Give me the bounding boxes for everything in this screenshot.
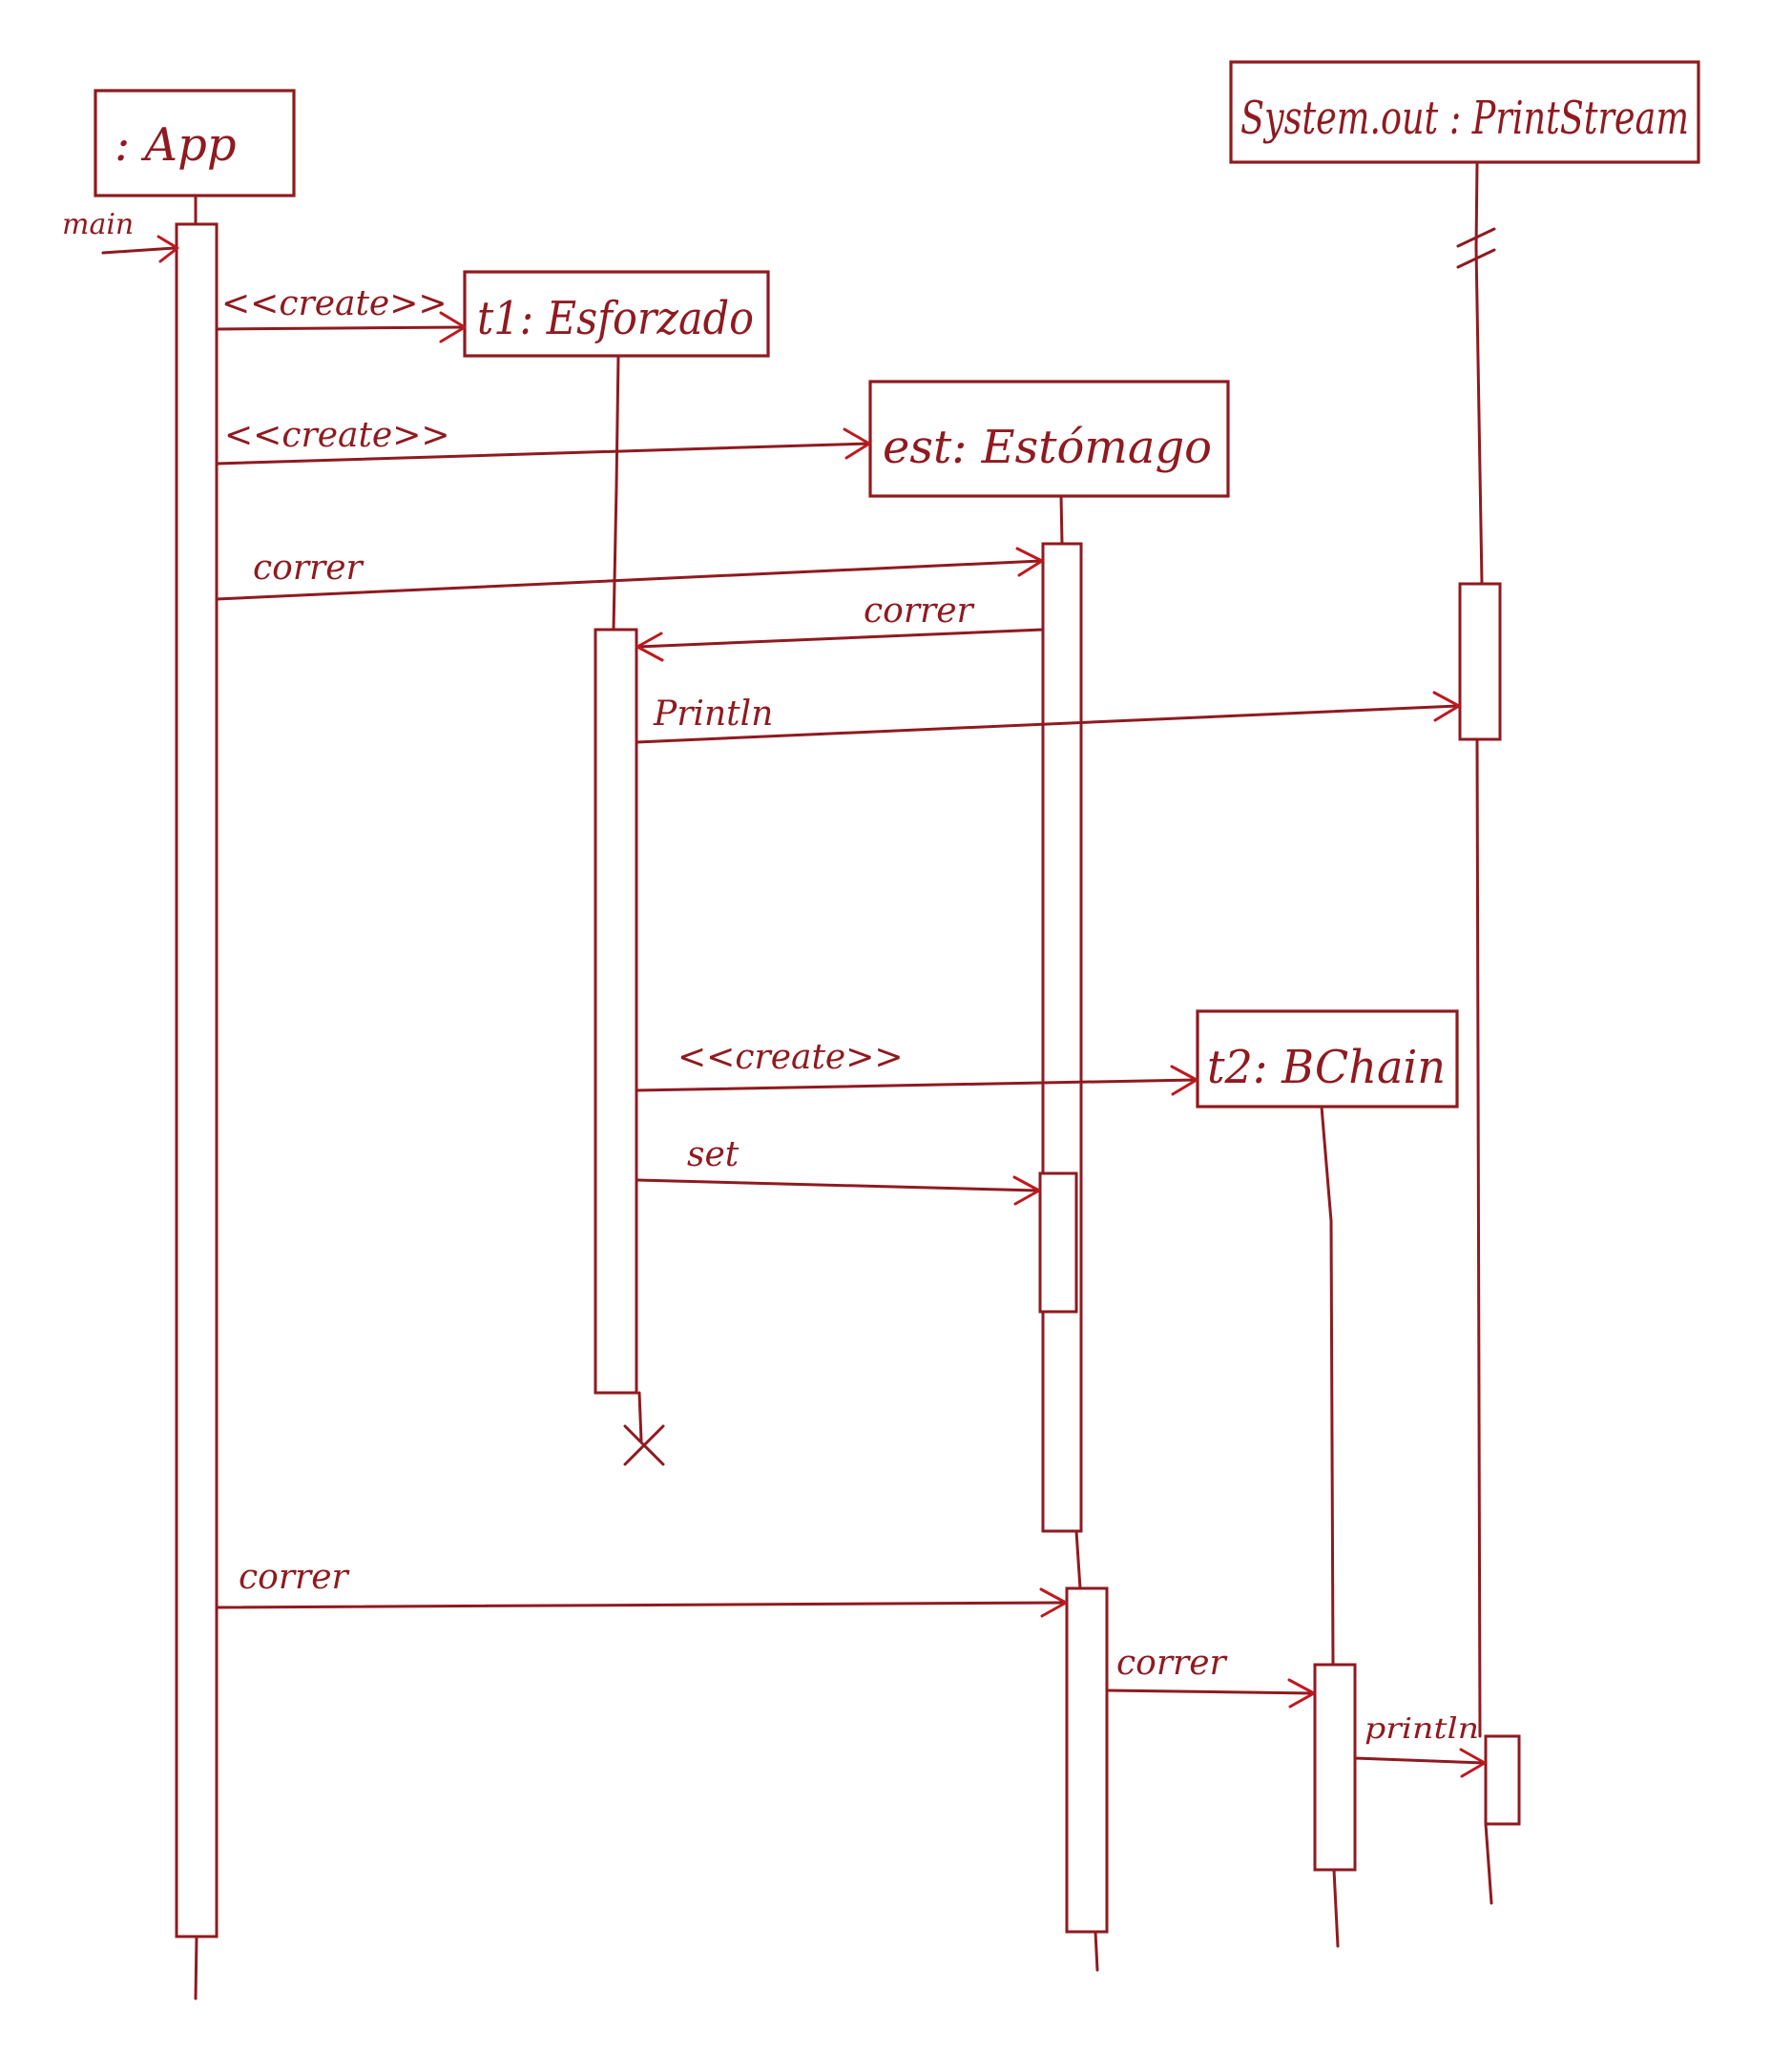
lifeline-t1-tail: [637, 1391, 643, 1442]
message-main-label: main: [62, 208, 134, 241]
participant-t1: t1: Esforzado: [463, 270, 770, 358]
participant-printstream-box: [1229, 60, 1700, 164]
participant-est-label: est: Estómago: [883, 421, 1212, 474]
activation-printstream-2: [1484, 1734, 1521, 1826]
participant-t2-label: t2: BChain: [1207, 1041, 1446, 1094]
message-set: set: [635, 1135, 1041, 1206]
messages: main <<create>> <<create>> correr correr: [62, 208, 1487, 1778]
message-correr-3: correr: [215, 1558, 1068, 1618]
participant-t2: t2: BChain: [1196, 1009, 1459, 1109]
lifeline-t2: [1320, 1105, 1340, 1948]
message-main: main: [62, 208, 179, 263]
participant-app-box: [94, 89, 296, 197]
destroy-t1: [623, 1391, 665, 1466]
message-create-t1: <<create>>: [215, 284, 467, 343]
participant-t1-box: [463, 270, 770, 358]
participant-t1-label: t1: Esforzado: [477, 292, 754, 345]
message-correr-2: correr: [635, 591, 1045, 662]
arrow-create-t2-head: [1170, 1065, 1198, 1096]
participant-t2-box: [1196, 1009, 1459, 1109]
lifeline-t1: [612, 353, 620, 632]
activations: [175, 222, 1521, 1938]
message-println-1-label: Println: [653, 694, 773, 734]
arrow-println-1-head: [1432, 691, 1461, 722]
activation-est-set: [1038, 1171, 1078, 1314]
activation-app-main: [175, 222, 219, 1938]
participant-app: : App: [94, 89, 296, 197]
arrow-main-head: [156, 235, 179, 263]
message-create-est-label: <<create>>: [224, 416, 450, 455]
message-create-t2-label: <<create>>: [677, 1038, 904, 1077]
message-correr-4-label: correr: [1116, 1644, 1228, 1683]
message-println-1: Println: [635, 691, 1461, 744]
arrow-correr-2-head: [635, 632, 664, 662]
activation-est-1: [1041, 542, 1083, 1533]
arrow-set-head: [1012, 1175, 1041, 1206]
message-correr-4: correr: [1105, 1644, 1316, 1709]
participant-printstream: System.out : PrintStream: [1229, 60, 1700, 164]
message-correr-1-label: correr: [253, 549, 365, 588]
message-set-label: set: [687, 1135, 740, 1174]
message-create-t1-label: <<create>>: [221, 284, 448, 323]
participant-printstream-label: System.out : PrintStream: [1240, 92, 1689, 145]
activation-est-2: [1065, 1586, 1109, 1934]
message-println-2: println: [1353, 1712, 1487, 1778]
participant-est-box: [868, 380, 1230, 498]
message-correr-2-label: correr: [864, 591, 975, 631]
lifelines: [194, 160, 1496, 2000]
participant-est: est: Estómago: [868, 380, 1230, 498]
message-println-2-label: println: [1365, 1712, 1479, 1746]
arrow-correr-1-head: [1015, 547, 1044, 577]
message-correr-1: correr: [215, 547, 1044, 601]
printstream-break-mark: [1456, 227, 1496, 269]
activation-printstream-1: [1458, 582, 1502, 741]
arrow-create-t1-head: [439, 311, 467, 343]
message-create-est: <<create>>: [215, 416, 871, 466]
destroy-x-icon: [623, 1424, 665, 1466]
participant-app-label: : App: [115, 118, 237, 172]
arrow-create-est-head: [843, 427, 871, 460]
activation-t2: [1313, 1663, 1357, 1872]
lifeline-est: [1059, 494, 1099, 1972]
activation-t1: [594, 628, 638, 1395]
arrow-correr-4-head: [1287, 1678, 1316, 1709]
lifeline-app: [194, 194, 198, 2000]
lifeline-printstream: [1474, 160, 1493, 1905]
arrow-correr-3-head: [1039, 1587, 1068, 1618]
arrow-println-2-head: [1459, 1748, 1487, 1778]
message-correr-3-label: correr: [239, 1558, 350, 1597]
message-create-t2: <<create>>: [635, 1038, 1198, 1096]
